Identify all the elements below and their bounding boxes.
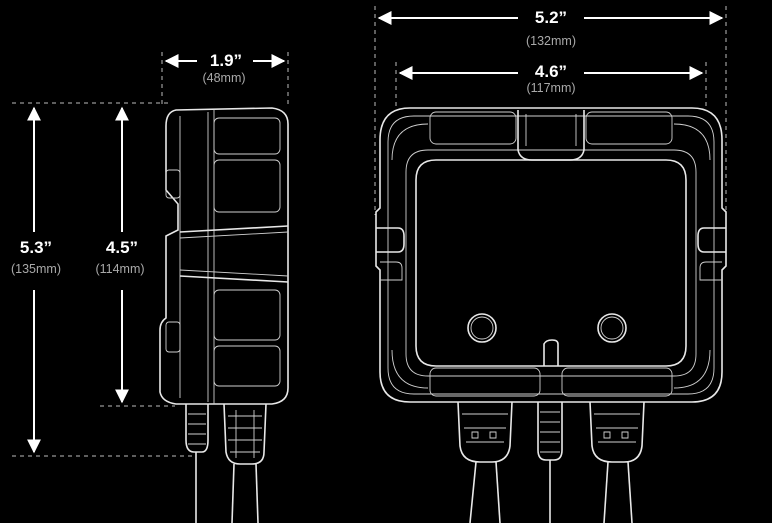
side-width-label: 1.9” (210, 51, 242, 70)
body-height-label: 4.5” (106, 238, 138, 257)
front-inner-label: 4.6” (535, 62, 567, 81)
front-total-label: 5.2” (535, 8, 567, 27)
body-height-mm: (114mm) (95, 262, 144, 276)
dimension-guides (12, 6, 727, 457)
total-height-label: 5.3” (20, 238, 52, 257)
side-view-drawing (159, 107, 289, 523)
front-view-drawing (375, 107, 727, 523)
side-width-mm: (48mm) (202, 71, 245, 85)
front-inner-mm: (117mm) (526, 81, 575, 95)
front-total-mm: (132mm) (526, 34, 576, 48)
total-height-mm: (135mm) (11, 262, 61, 276)
dimension-arrows (27, 11, 724, 454)
